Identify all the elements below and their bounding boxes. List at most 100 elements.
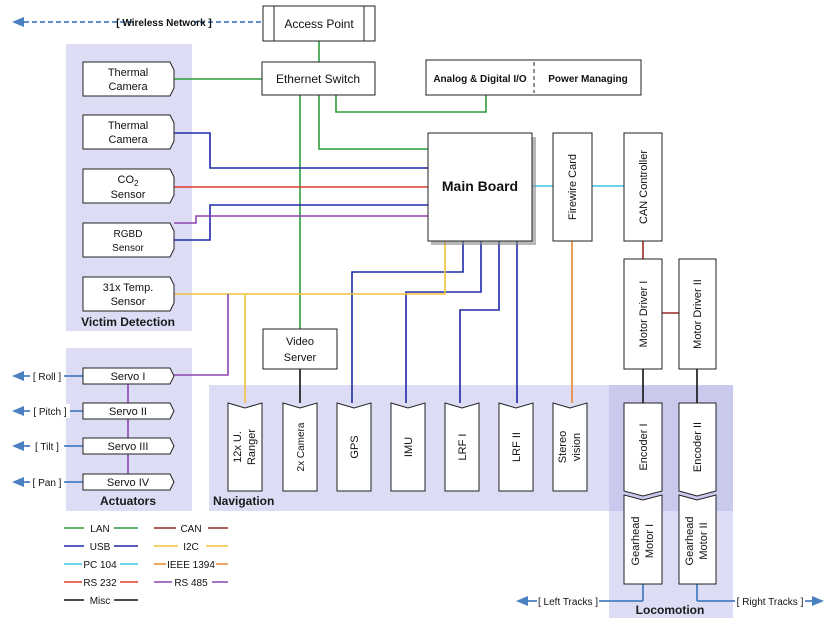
wireless-network-label: [ Wireless Network ] (116, 18, 212, 29)
thermal-camera-2-line2: Camera (108, 134, 148, 146)
locomotion-label: Locomotion (636, 603, 705, 617)
legend-i2c-label: I2C (183, 542, 199, 553)
legend-can-label: CAN (180, 524, 201, 535)
video-server-label-1: Video (286, 336, 314, 348)
encoder-1-label: Encoder I (638, 423, 650, 470)
legend-lan: LAN (64, 522, 138, 535)
nav-stereo-line1: Stereo (557, 431, 569, 463)
servo-4-label: Servo IV (107, 477, 150, 489)
encoder-2: Encoder II (678, 402, 717, 497)
servo-4: Servo IV (82, 473, 175, 491)
right-tracks-label: [ Right Tracks ] (737, 597, 804, 608)
servo-3-label: Servo III (108, 441, 149, 453)
firewire-card: Firewire Card (552, 132, 593, 242)
pan-label: [ Pan ] (33, 478, 62, 489)
access-point: Access Point (262, 5, 376, 42)
gearhead-1-line2: Motor I (644, 524, 656, 558)
legend-rs485-label: RS 485 (174, 578, 208, 589)
motor-driver-1-label: Motor Driver I (638, 281, 650, 348)
ethernet-switch: Ethernet Switch (261, 61, 376, 96)
legend-ieee1394: IEEE 1394 (154, 558, 228, 571)
legend-rs485: RS 485 (154, 576, 228, 589)
nav-stereo-line2: vision (571, 433, 583, 461)
i2c-links (174, 241, 446, 403)
main-board: Main Board (427, 132, 536, 245)
nav-ranger-line1: 12x U. (232, 431, 244, 463)
motor-driver-2-label: Motor Driver II (692, 279, 704, 349)
thermal-camera-2: Thermal Camera (82, 114, 175, 150)
legend-usb-label: USB (90, 542, 111, 553)
nav-imu-label: IMU (403, 437, 415, 457)
nav-gps: GPS (336, 402, 372, 492)
legend-lan-label: LAN (90, 524, 109, 535)
motor-driver-2: Motor Driver II (678, 258, 717, 370)
rs485-links (127, 215, 428, 474)
thermal-camera-1: Thermal Camera (82, 61, 175, 97)
co2-sensor-line1: CO2 (118, 174, 140, 188)
nav-stereo-vision: Stereo vision (552, 402, 588, 492)
servo-1: Servo I (82, 367, 175, 385)
ethernet-switch-label: Ethernet Switch (276, 72, 360, 86)
victim-detection-label: Victim Detection (81, 315, 175, 329)
pitch-label: [ Pitch ] (33, 407, 67, 418)
can-controller: CAN Controller (623, 132, 663, 242)
nav-imu: IMU (390, 402, 426, 492)
co2-sensor-line2: Sensor (111, 189, 146, 201)
temp-sensor-line2: Sensor (111, 296, 146, 308)
video-server: Video Server (262, 328, 338, 370)
legend-misc: Misc (64, 594, 138, 607)
thermal-camera-1-line1: Thermal (108, 67, 148, 79)
roll-label: [ Roll ] (33, 372, 62, 383)
gearhead-motor-2: Gearhead Motor II (678, 494, 717, 585)
legend-rs232-label: RS 232 (83, 578, 117, 589)
nav-lrf-2: LRF II (498, 402, 534, 492)
legend-pc104: PC 104 (64, 558, 138, 571)
rgbd-sensor-line2: Sensor (112, 243, 144, 254)
gearhead-motor-1: Gearhead Motor I (623, 494, 663, 585)
gearhead-2-line2: Motor II (698, 522, 710, 559)
servo-2-label: Servo II (109, 406, 147, 418)
legend-ieee1394-label: IEEE 1394 (167, 560, 215, 571)
legend-rs232: RS 232 (64, 576, 138, 589)
lan-links (174, 41, 487, 329)
firewire-card-label: Firewire Card (567, 154, 579, 220)
gearhead-1-line1: Gearhead (630, 517, 642, 566)
nav-ranger-line2: Ranger (246, 429, 258, 465)
nav-lrf-1-label: LRF I (457, 434, 469, 461)
nav-ultrasonic-ranger: 12x U. Ranger (227, 402, 263, 492)
nav-gps-label: GPS (349, 435, 361, 458)
can-links (642, 241, 679, 314)
legend: LAN USB PC 104 RS 232 Misc CAN (64, 522, 228, 607)
temp-sensor-line1: 31x Temp. (103, 282, 154, 294)
thermal-camera-2-line1: Thermal (108, 120, 148, 132)
can-controller-label: CAN Controller (638, 150, 650, 224)
legend-i2c: I2C (154, 540, 228, 553)
encoder-1: Encoder I (623, 402, 663, 497)
left-tracks-label: [ Left Tracks ] (538, 597, 598, 608)
servo-2: Servo II (82, 402, 175, 420)
access-point-label: Access Point (284, 17, 354, 31)
nav-camera: 2x Camera (282, 402, 318, 492)
nav-lrf-2-label: LRF II (511, 432, 523, 462)
servo-3: Servo III (82, 437, 175, 455)
legend-can: CAN (154, 522, 228, 535)
navigation-label: Navigation (213, 494, 274, 508)
rgbd-sensor: RGBD Sensor (82, 222, 175, 258)
legend-pc104-label: PC 104 (83, 560, 117, 571)
analog-power-box: Analog & Digital I/O Power Managing (425, 59, 642, 96)
motor-driver-1: Motor Driver I (623, 258, 663, 370)
analog-io-label: Analog & Digital I/O (433, 74, 527, 85)
rgbd-sensor-line1: RGBD (114, 229, 143, 240)
legend-usb: USB (64, 540, 138, 553)
gearhead-2-line1: Gearhead (684, 517, 696, 566)
tilt-label: [ Tilt ] (35, 442, 59, 453)
co2-sensor: CO2 Sensor (82, 168, 175, 204)
legend-misc-label: Misc (90, 596, 111, 607)
misc-links (299, 369, 698, 403)
usb-links (174, 132, 518, 403)
nav-camera-label: 2x Camera (296, 422, 307, 471)
encoder-2-label: Encoder II (692, 422, 704, 472)
power-managing-label: Power Managing (548, 74, 627, 85)
video-server-label-2: Server (284, 352, 317, 364)
